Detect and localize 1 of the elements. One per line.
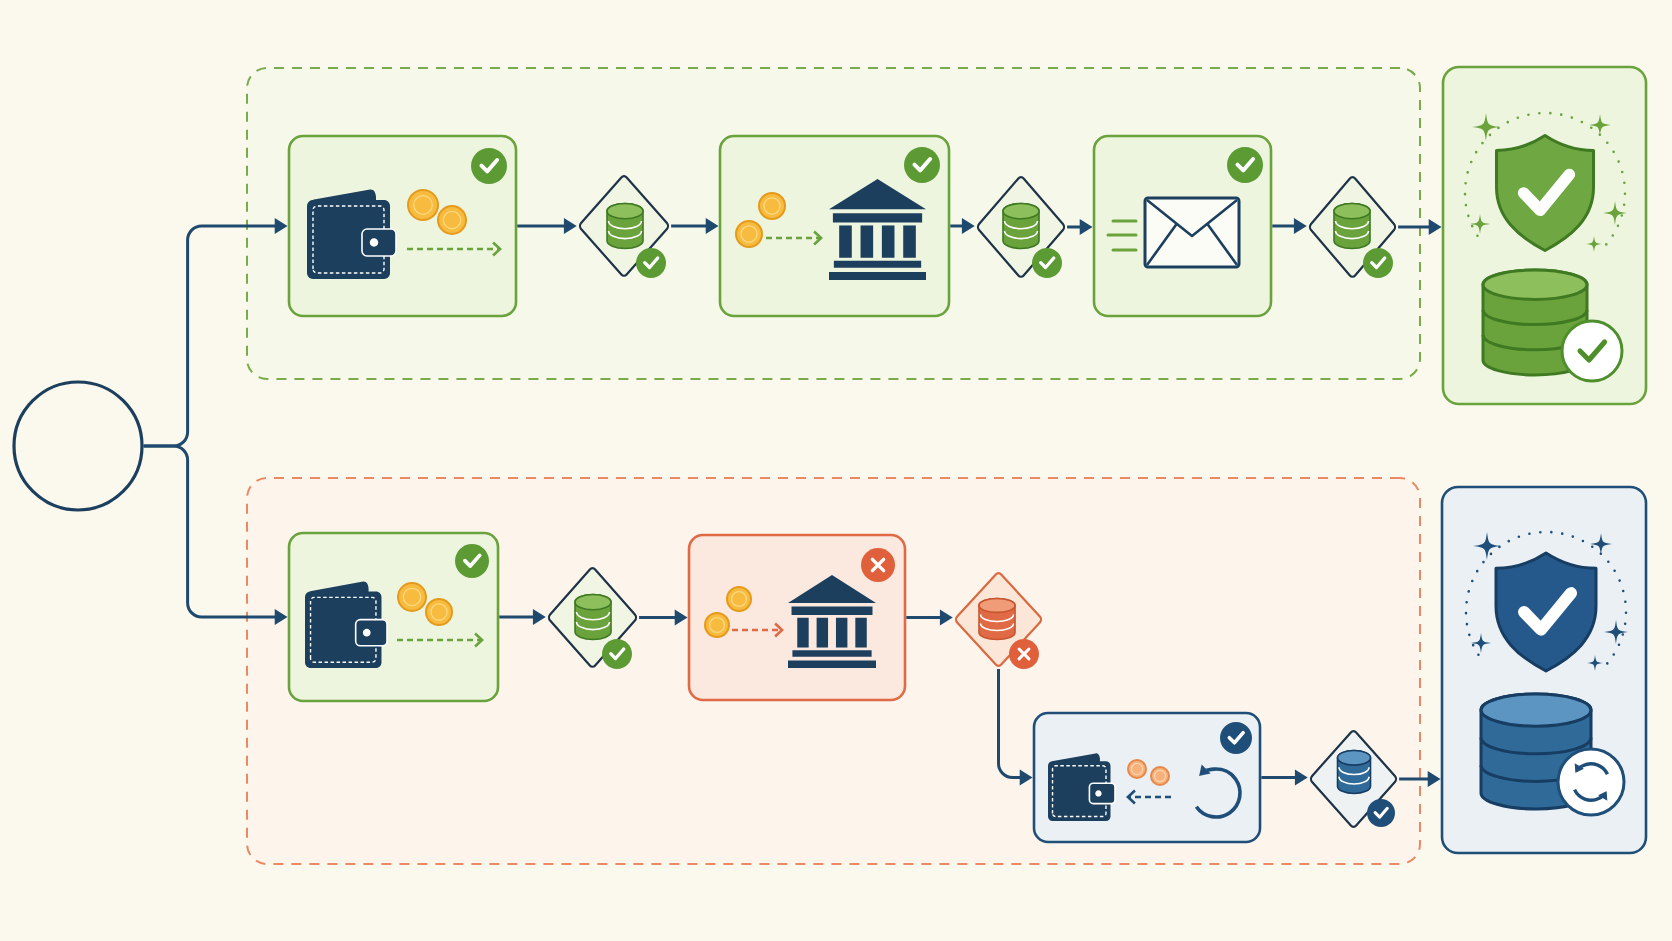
circle-node	[12, 380, 144, 512]
